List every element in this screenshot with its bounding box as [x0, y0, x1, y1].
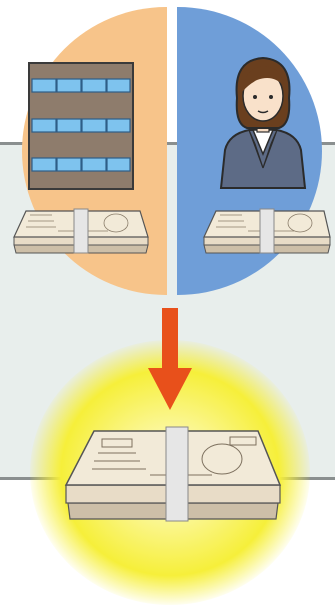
banknote-stack-right-icon: [198, 205, 334, 255]
banknote-stack-large-icon: [62, 425, 284, 523]
divider-line-top: [0, 142, 335, 145]
arrow-down-icon: [148, 308, 192, 412]
businesswoman-icon: [215, 50, 311, 190]
banknote-stack-left-icon: [8, 205, 154, 255]
office-building-icon: [28, 62, 134, 190]
